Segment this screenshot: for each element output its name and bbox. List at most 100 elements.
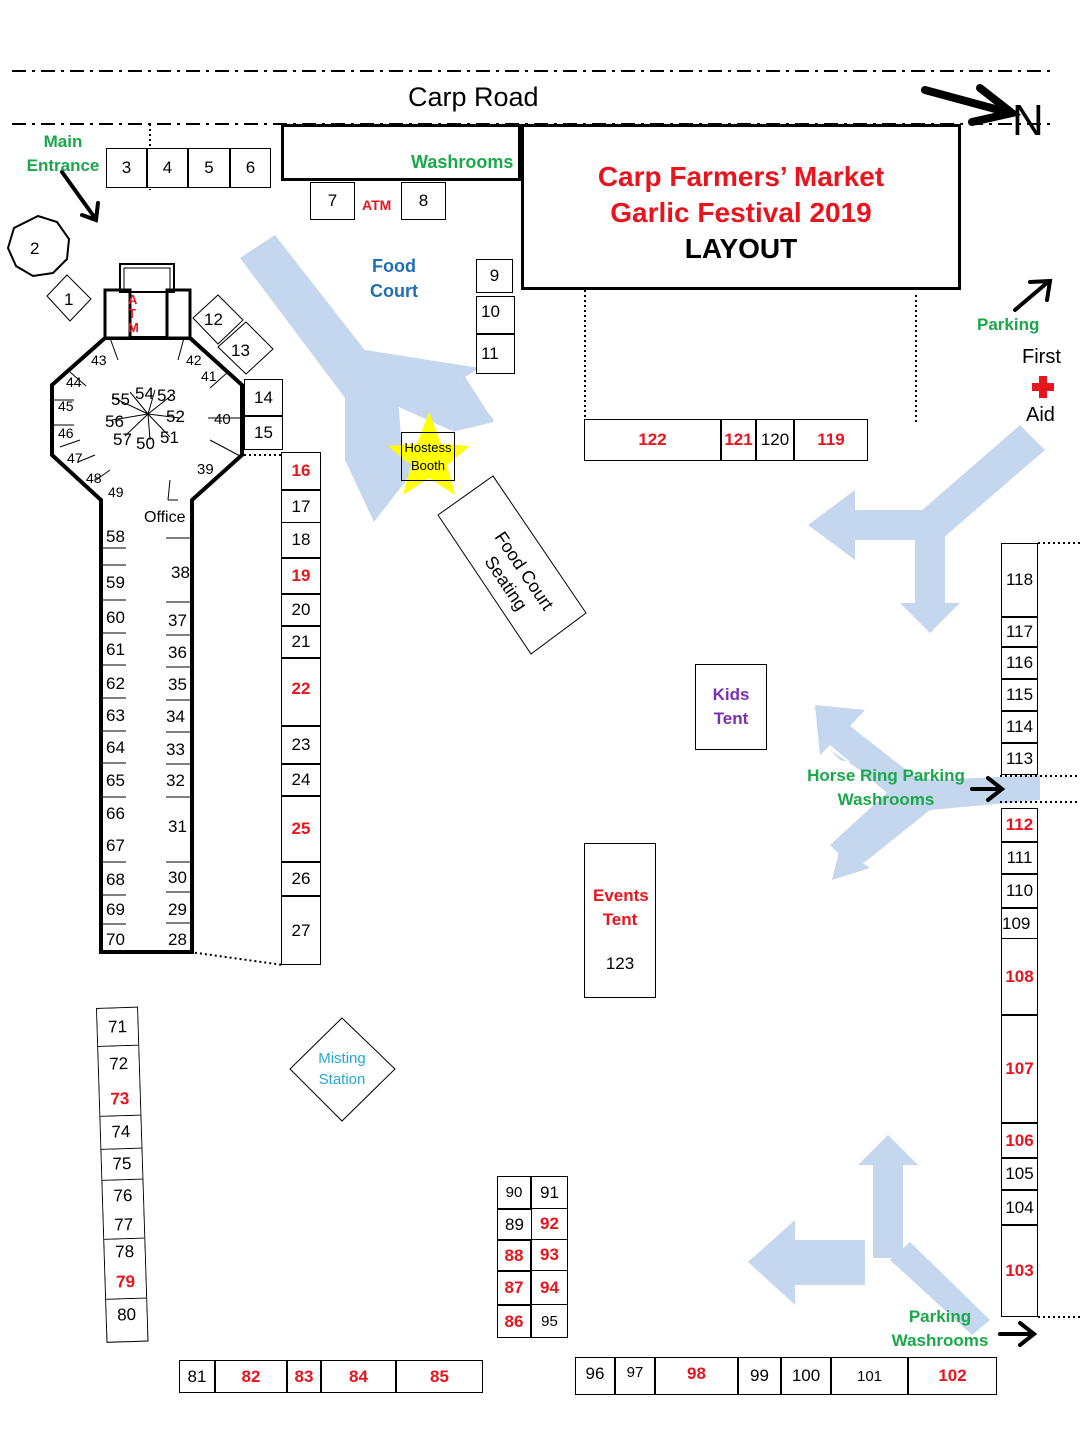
- booth-101[interactable]: 101: [831, 1357, 908, 1395]
- booth-12[interactable]: 12: [204, 310, 223, 329]
- booth-93[interactable]: 93: [531, 1240, 568, 1271]
- booth-11[interactable]: 11: [476, 334, 515, 374]
- booth-89[interactable]: 89: [497, 1209, 531, 1240]
- booth-41[interactable]: 41: [201, 368, 217, 384]
- booth-108[interactable]: 108: [1001, 938, 1038, 1015]
- booth-24[interactable]: 24: [281, 764, 321, 796]
- booth-65[interactable]: 65: [106, 771, 125, 790]
- booth-111[interactable]: 111: [1001, 842, 1038, 874]
- booth-9[interactable]: 9: [476, 259, 513, 293]
- booth-60[interactable]: 60: [106, 608, 125, 627]
- hostess-booth[interactable]: Hostess Booth: [401, 432, 455, 481]
- booth-58[interactable]: 58: [106, 527, 125, 546]
- booth-120[interactable]: 120: [756, 419, 794, 461]
- booth-57[interactable]: 57: [113, 430, 132, 449]
- booth-37[interactable]: 37: [168, 611, 187, 630]
- booth-112[interactable]: 112: [1001, 808, 1038, 842]
- booth-39[interactable]: 39: [197, 461, 214, 478]
- booth-33[interactable]: 33: [166, 740, 185, 759]
- booth-51[interactable]: 51: [160, 428, 179, 447]
- booth-20[interactable]: 20: [281, 594, 321, 626]
- booth-63[interactable]: 63: [106, 706, 125, 725]
- booth-113[interactable]: 113: [1001, 743, 1038, 775]
- booth-61[interactable]: 61: [106, 640, 125, 659]
- booth-96[interactable]: 96: [575, 1357, 615, 1395]
- booth-109[interactable]: 109: [1001, 908, 1038, 938]
- booth-16[interactable]: 16: [281, 452, 321, 490]
- booth-28[interactable]: 28: [168, 930, 187, 949]
- booth-107[interactable]: 107: [1001, 1015, 1038, 1123]
- booth-105[interactable]: 105: [1001, 1158, 1038, 1190]
- booth-55[interactable]: 55: [111, 390, 130, 409]
- booth-94[interactable]: 94: [531, 1271, 568, 1305]
- booth-121[interactable]: 121: [721, 419, 756, 461]
- booth-40[interactable]: 40: [214, 411, 231, 428]
- booth-21[interactable]: 21: [281, 626, 321, 658]
- kids-tent[interactable]: Kids Tent: [695, 664, 767, 750]
- booth-69[interactable]: 69: [106, 900, 125, 919]
- booth-46[interactable]: 46: [58, 425, 74, 441]
- booth-54[interactable]: 54: [135, 384, 154, 403]
- booth-103[interactable]: 103: [1001, 1225, 1038, 1317]
- booth-83[interactable]: 83: [287, 1360, 321, 1393]
- booth-35[interactable]: 35: [168, 675, 187, 694]
- booth-52[interactable]: 52: [166, 407, 185, 426]
- booth-45[interactable]: 45: [58, 398, 74, 414]
- booth-87[interactable]: 87: [497, 1271, 531, 1305]
- booth-110[interactable]: 110: [1001, 874, 1038, 908]
- booth-74[interactable]: 74: [100, 1115, 142, 1150]
- booth-72[interactable]: 72: [98, 1045, 140, 1083]
- booth-13[interactable]: 13: [231, 341, 250, 360]
- booth-67[interactable]: 67: [106, 836, 125, 855]
- booth-118[interactable]: 118: [1001, 543, 1038, 617]
- booth-32[interactable]: 32: [166, 771, 185, 790]
- booth-80[interactable]: 80: [106, 1298, 148, 1332]
- booth-8[interactable]: 8: [401, 182, 446, 220]
- booth-81[interactable]: 81: [179, 1360, 215, 1393]
- booth-91[interactable]: 91: [531, 1176, 568, 1209]
- booth-98[interactable]: 98: [655, 1357, 738, 1395]
- booth-75[interactable]: 75: [101, 1148, 143, 1181]
- booth-90[interactable]: 90: [497, 1176, 531, 1209]
- booth-3[interactable]: 3: [106, 148, 147, 188]
- booth-73[interactable]: 73: [99, 1081, 141, 1117]
- booth-84[interactable]: 84: [321, 1360, 396, 1393]
- booth-79[interactable]: 79: [105, 1264, 147, 1300]
- booth-77[interactable]: 77: [103, 1211, 145, 1240]
- booth-97[interactable]: 97: [615, 1357, 655, 1395]
- booth-31[interactable]: 31: [168, 817, 187, 836]
- booth-115[interactable]: 115: [1001, 679, 1038, 711]
- booth-36[interactable]: 36: [168, 643, 187, 662]
- booth-114[interactable]: 114: [1001, 711, 1038, 743]
- booth-53[interactable]: 53: [157, 386, 176, 405]
- booth-22[interactable]: 22: [281, 658, 321, 726]
- booth-50[interactable]: 50: [136, 434, 155, 453]
- booth-56[interactable]: 56: [105, 412, 124, 431]
- booth-59[interactable]: 59: [106, 573, 125, 592]
- booth-42[interactable]: 42: [186, 352, 202, 368]
- booth-78[interactable]: 78: [104, 1238, 146, 1266]
- booth-26[interactable]: 26: [281, 862, 321, 896]
- booth-10[interactable]: 10: [476, 296, 515, 334]
- booth-71[interactable]: 71: [97, 1007, 139, 1047]
- booth-7[interactable]: 7: [310, 182, 355, 220]
- booth-44[interactable]: 44: [66, 374, 82, 390]
- booth-48[interactable]: 48: [86, 470, 102, 486]
- booth-30[interactable]: 30: [168, 868, 187, 887]
- booth-88[interactable]: 88: [497, 1240, 531, 1271]
- booth-18[interactable]: 18: [281, 522, 321, 558]
- booth-17[interactable]: 17: [281, 490, 321, 522]
- booth-14[interactable]: 14: [244, 379, 283, 416]
- booth-19[interactable]: 19: [281, 558, 321, 594]
- booth-86[interactable]: 86: [497, 1305, 531, 1338]
- booth-70[interactable]: 70: [106, 930, 125, 949]
- booth-99[interactable]: 99: [738, 1357, 781, 1395]
- booth-119[interactable]: 119: [794, 419, 868, 461]
- booth-1[interactable]: 1: [64, 290, 74, 309]
- booth-66[interactable]: 66: [106, 804, 125, 823]
- booth-27[interactable]: 27: [281, 896, 321, 965]
- booth-43[interactable]: 43: [91, 352, 107, 368]
- booth-6[interactable]: 6: [230, 148, 271, 188]
- booth-117[interactable]: 117: [1001, 617, 1038, 647]
- booth-5[interactable]: 5: [188, 148, 230, 188]
